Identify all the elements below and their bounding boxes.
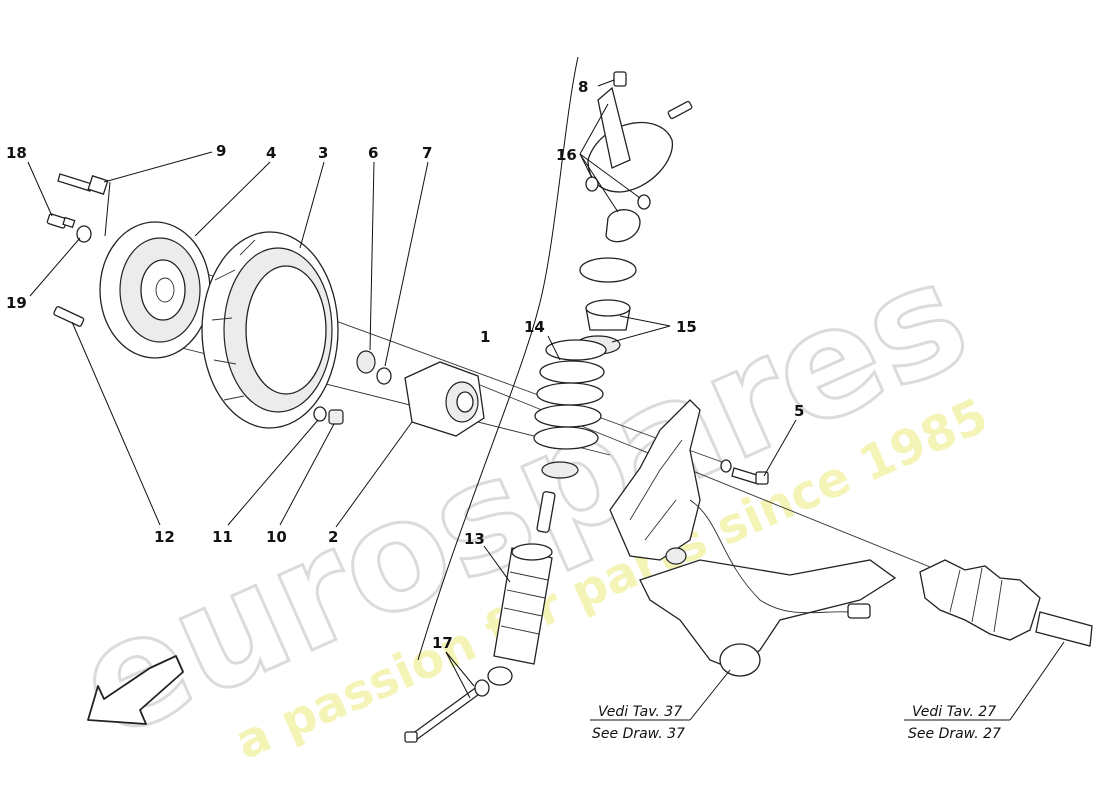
callout-6: 6 — [368, 144, 378, 162]
washer-part-19 — [76, 225, 92, 243]
callout-7: 7 — [422, 144, 432, 162]
abs-sensor-cable — [689, 499, 871, 619]
ref27-line2: See Draw. 27 — [908, 726, 1001, 742]
top-mount-part-16 — [585, 71, 693, 243]
callout-12: 12 — [154, 528, 175, 546]
spring-seat-part-15 — [575, 257, 637, 355]
callout-11: 11 — [212, 528, 233, 546]
bolt-part-9 — [57, 173, 109, 195]
callout-3: 3 — [318, 144, 328, 162]
callout-labels: 18 9 4 3 6 7 19 12 11 10 2 1 8 16 14 15 … — [6, 78, 804, 652]
ref27-line1: Vedi Tav. 27 — [912, 704, 996, 720]
direction-arrow-icon — [87, 655, 184, 725]
ref37-line2: See Draw. 37 — [592, 726, 685, 742]
lower-wishbone — [639, 547, 897, 677]
callout-5: 5 — [794, 402, 804, 420]
callout-9: 9 — [216, 142, 226, 160]
ref37-line1: Vedi Tav. 37 — [598, 704, 682, 720]
coil-spring-part-14 — [533, 339, 607, 479]
callout-19: 19 — [6, 294, 27, 312]
washer-part-11 — [313, 406, 327, 422]
upright-knuckle — [609, 399, 701, 561]
callout-4: 4 — [266, 144, 276, 162]
callout-14: 14 — [524, 318, 545, 336]
bolt-part-17 — [404, 679, 490, 743]
callout-10: 10 — [266, 528, 287, 546]
reference-note-37: Vedi Tav. 37 See Draw. 37 — [592, 704, 685, 742]
leader-lines — [27, 79, 1065, 721]
callout-15: 15 — [676, 318, 697, 336]
washer-part-7 — [376, 367, 392, 385]
callout-2: 2 — [328, 528, 338, 546]
drive-shaft — [919, 559, 1093, 647]
nut-part-10 — [328, 409, 344, 425]
callout-16: 16 — [556, 146, 577, 164]
reference-note-27: Vedi Tav. 27 See Draw. 27 — [908, 704, 1001, 742]
callout-18: 18 — [6, 144, 27, 162]
spacer-part-6 — [356, 350, 376, 374]
callout-13: 13 — [464, 530, 485, 548]
stud-part-12 — [53, 306, 85, 327]
bolt-part-18 — [46, 213, 76, 229]
brake-bell-part-4 — [99, 221, 211, 359]
callout-1: 1 — [480, 328, 490, 346]
assembly-bracket-1 — [417, 56, 579, 661]
wheel-hub-part-2 — [404, 361, 485, 437]
callout-17: 17 — [432, 634, 453, 652]
callout-8: 8 — [578, 78, 588, 96]
shock-absorber-part-13 — [487, 491, 556, 686]
brake-disc-part-3 — [201, 231, 339, 429]
